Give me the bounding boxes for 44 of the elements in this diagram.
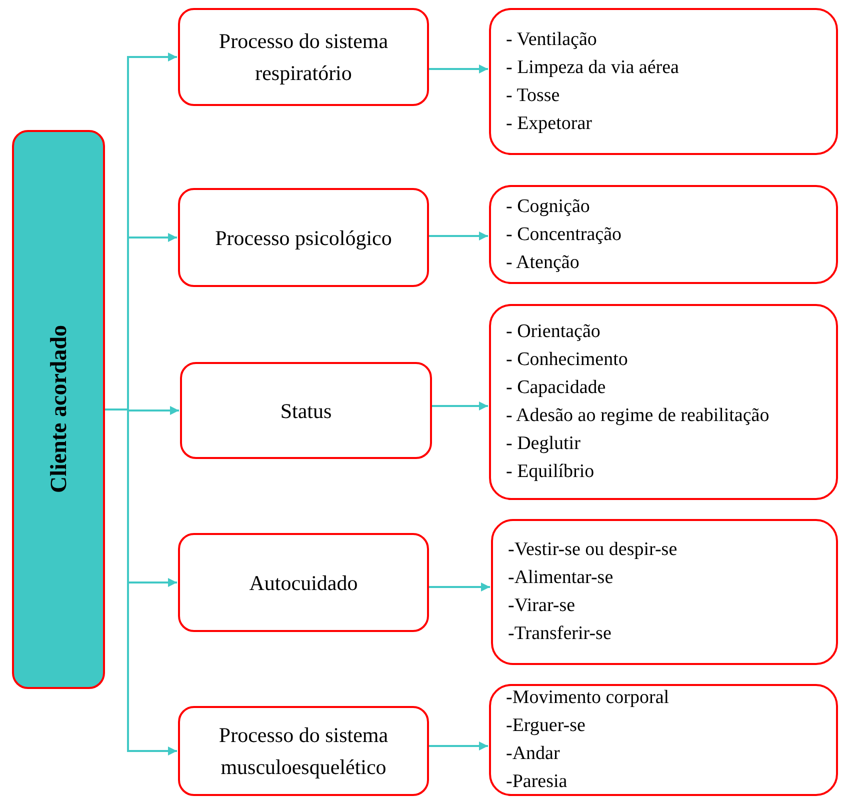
list-item: - Adesão ao regime de reabilitação — [506, 404, 770, 428]
list-item: - Equilíbrio — [506, 460, 594, 484]
process-label: Processo psicológico — [215, 224, 392, 252]
process-box — [180, 362, 432, 459]
root-box — [12, 130, 105, 689]
list-item: -Transferir-se — [508, 622, 612, 646]
list-item: - Expetorar — [506, 112, 592, 136]
list-box — [489, 185, 838, 284]
list-item: -Erguer-se — [506, 714, 586, 738]
list-item: - Capacidade — [506, 376, 606, 400]
arrow — [429, 582, 490, 592]
list-item: -Paresia — [506, 770, 568, 794]
list-box — [489, 684, 838, 796]
process-label: Status — [280, 398, 332, 424]
arrow — [105, 408, 177, 756]
list-item: - Deglutir — [506, 432, 580, 456]
list-item: - Concentração — [506, 222, 622, 246]
process-label: Processo do sistema respiratório — [218, 28, 390, 87]
process-label: Processo do sistema musculoesquelético — [218, 722, 390, 781]
process-label: Autocuidado — [249, 570, 358, 596]
list-item: - Ventilação — [506, 28, 597, 52]
process-box — [178, 188, 429, 287]
process-box — [178, 533, 429, 632]
list-item: -Vestir-se ou despir-se — [508, 538, 678, 562]
list-item: - Orientação — [506, 320, 600, 344]
list-box — [489, 8, 838, 155]
list-item: -Andar — [506, 742, 560, 766]
list-item: - Conhecimento — [506, 348, 628, 372]
list-box — [489, 304, 838, 500]
list-item: -Movimento corporal — [506, 686, 670, 710]
process-box — [178, 8, 429, 106]
arrow — [429, 232, 488, 240]
arrow — [432, 402, 488, 410]
list-item: - Limpeza da via aérea — [506, 56, 679, 80]
list-item: -Alimentar-se — [508, 566, 614, 590]
list-box — [491, 519, 838, 665]
list-item: -Virar-se — [508, 594, 576, 618]
list-item: - Cognição — [506, 194, 590, 218]
process-box — [178, 706, 429, 796]
arrow — [429, 742, 488, 750]
list-item: - Atenção — [506, 250, 580, 274]
arrow — [429, 64, 488, 74]
list-item: - Tosse — [506, 84, 560, 108]
root-label: Cliente acordado — [47, 325, 70, 494]
